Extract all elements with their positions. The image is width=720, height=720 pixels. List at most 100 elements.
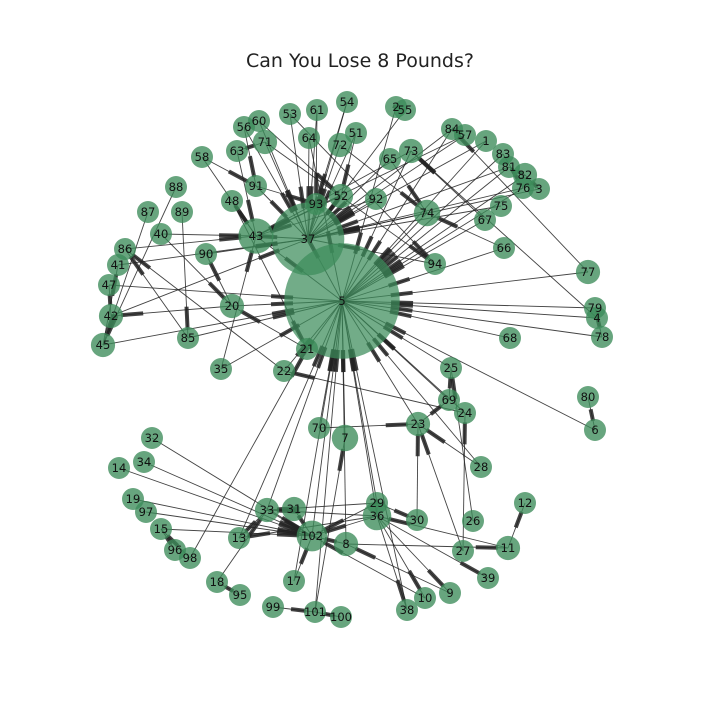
node-30 xyxy=(406,509,428,531)
node-label-6: 6 xyxy=(591,423,598,437)
node-label-81: 81 xyxy=(502,160,517,174)
node-15 xyxy=(150,518,172,540)
node-31 xyxy=(281,496,307,522)
node-23 xyxy=(405,411,431,437)
node-label-42: 42 xyxy=(104,309,119,323)
node-18 xyxy=(206,571,228,593)
node-label-86: 86 xyxy=(118,242,133,256)
node-80 xyxy=(577,386,599,408)
node-72 xyxy=(327,132,353,158)
node-84 xyxy=(441,118,463,140)
edge-head-17-102 xyxy=(298,547,309,565)
edge-head-63-43 xyxy=(245,199,255,222)
edge-head-11-12 xyxy=(513,511,524,529)
node-label-34: 34 xyxy=(137,455,152,469)
node-label-87: 87 xyxy=(141,205,156,219)
node-label-72: 72 xyxy=(333,138,348,152)
node-39 xyxy=(477,567,499,589)
node-8 xyxy=(333,531,359,557)
node-7 xyxy=(331,424,359,452)
node-label-89: 89 xyxy=(175,205,190,219)
node-label-67: 67 xyxy=(478,213,493,227)
edge-head-34-102 xyxy=(279,520,301,533)
edge-head-91-93 xyxy=(285,193,308,204)
edge-head-66-74 xyxy=(436,215,459,229)
edge-head-60-52 xyxy=(315,172,335,191)
node-51 xyxy=(345,122,367,144)
node-13 xyxy=(228,527,250,549)
edge-4-73 xyxy=(410,150,598,319)
edge-head-99-101 xyxy=(290,607,306,613)
edge-head-65-74 xyxy=(406,184,423,205)
node-label-21: 21 xyxy=(300,342,315,356)
node-89 xyxy=(171,201,193,223)
node-95 xyxy=(229,584,251,606)
edge-head-86-43 xyxy=(219,235,242,242)
edge-head-32-102 xyxy=(281,515,302,531)
node-label-61: 61 xyxy=(310,103,325,117)
node-label-26: 26 xyxy=(466,514,481,528)
node-79 xyxy=(584,297,606,319)
node-82 xyxy=(512,162,538,188)
node-label-20: 20 xyxy=(225,299,240,313)
node-45 xyxy=(90,332,116,358)
node-label-78: 78 xyxy=(595,330,610,344)
edge-head-22-86 xyxy=(131,253,152,270)
node-label-29: 29 xyxy=(370,496,385,510)
node-label-48: 48 xyxy=(225,194,240,208)
node-label-95: 95 xyxy=(233,588,248,602)
node-label-102: 102 xyxy=(301,529,323,543)
node-label-74: 74 xyxy=(420,206,435,220)
node-label-92: 92 xyxy=(369,192,384,206)
node-71 xyxy=(252,129,278,155)
node-label-80: 80 xyxy=(581,390,596,404)
node-label-100: 100 xyxy=(330,610,352,624)
node-label-55: 55 xyxy=(398,103,413,117)
node-60 xyxy=(248,110,270,132)
node-93 xyxy=(305,193,327,215)
node-label-11: 11 xyxy=(501,541,516,555)
node-label-85: 85 xyxy=(181,331,196,345)
edge-head-29-30 xyxy=(393,508,410,519)
node-1 xyxy=(475,130,497,152)
node-label-91: 91 xyxy=(249,179,264,193)
edge-head-21-20 xyxy=(239,309,262,324)
node-label-18: 18 xyxy=(210,575,225,589)
node-label-5: 5 xyxy=(338,294,345,308)
node-78 xyxy=(591,326,613,348)
node-9 xyxy=(439,582,461,604)
node-88 xyxy=(165,176,187,198)
node-label-2: 2 xyxy=(392,100,399,114)
node-label-41: 41 xyxy=(111,258,126,272)
node-label-66: 66 xyxy=(497,241,512,255)
node-label-1: 1 xyxy=(482,134,489,148)
edge-head-36-10 xyxy=(407,569,423,591)
labels-layer: 1234567891011121314151718192021222324252… xyxy=(96,95,610,624)
node-label-25: 25 xyxy=(444,361,459,375)
node-label-84: 84 xyxy=(445,122,460,136)
node-25 xyxy=(440,357,462,379)
node-58 xyxy=(191,146,213,168)
node-64 xyxy=(298,127,320,149)
node-label-28: 28 xyxy=(474,460,489,474)
node-40 xyxy=(150,223,172,245)
node-36 xyxy=(362,501,392,531)
node-label-7: 7 xyxy=(341,431,348,445)
node-label-63: 63 xyxy=(230,144,245,158)
node-label-37: 37 xyxy=(301,232,316,246)
node-70 xyxy=(308,417,330,439)
edge-head-27-23 xyxy=(419,433,431,456)
edge-head-42-47 xyxy=(107,294,113,306)
node-label-70: 70 xyxy=(312,421,327,435)
edge-head-70-23 xyxy=(385,422,408,428)
node-label-12: 12 xyxy=(518,496,533,510)
node-label-35: 35 xyxy=(214,362,229,376)
node-32 xyxy=(141,427,163,449)
node-label-39: 39 xyxy=(481,571,496,585)
node-label-8: 8 xyxy=(342,537,349,551)
node-label-64: 64 xyxy=(302,131,317,145)
node-35 xyxy=(210,358,232,380)
node-label-73: 73 xyxy=(404,144,419,158)
node-label-38: 38 xyxy=(400,603,415,617)
